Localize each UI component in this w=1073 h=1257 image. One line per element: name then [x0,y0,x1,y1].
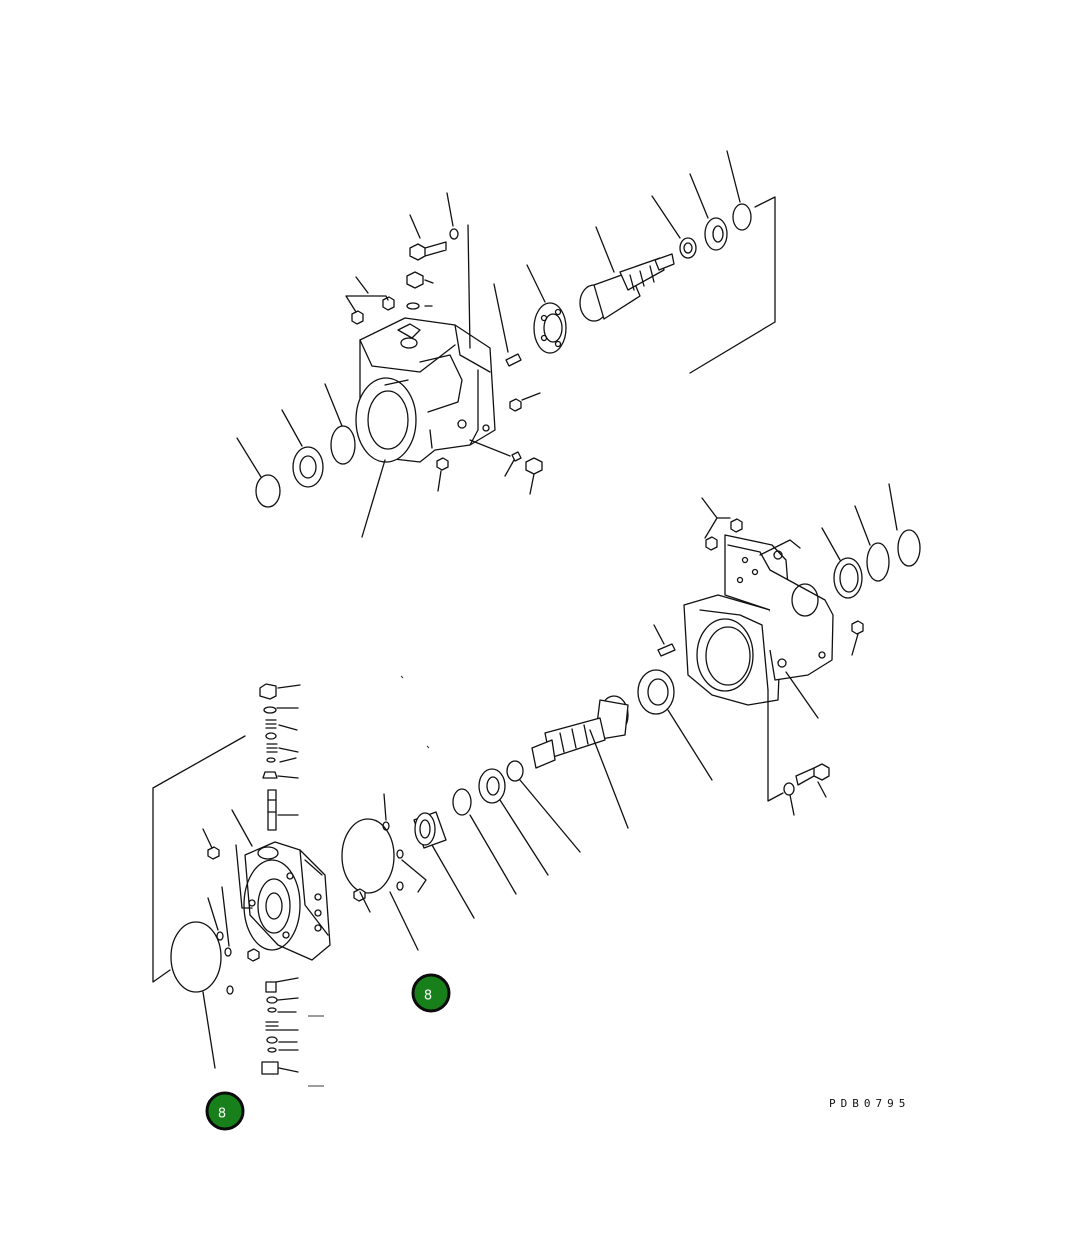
seal-ring [679,237,697,259]
mid-bearing [478,768,506,804]
upper-pump-assembly [236,150,776,538]
left-valve-assembly [152,675,581,1087]
dowel-pin [505,353,522,367]
hex-bolt [409,241,447,261]
callout-label: 8 [424,989,432,1004]
shaft-collar [506,760,524,782]
small-oring-e [224,947,232,957]
pin-small [511,451,522,462]
snap-ring-left [255,474,281,508]
needle-bearing [413,811,447,849]
oil-seal [292,446,324,488]
snap-ring-top [732,203,752,231]
right-dowel [657,643,676,657]
upper-valve-stack [259,683,278,831]
callout-badge-left[interactable]: 8 [205,1091,245,1131]
right-ring [866,542,890,582]
lower-valve-stack [261,981,279,1075]
plug-left-b [247,948,260,962]
plug-bottom [436,457,449,471]
plug-right-c [353,888,366,902]
nut [406,271,424,289]
o-ring-small [406,302,420,310]
upper-leader-lines [236,150,776,538]
gasket-large-left [170,921,222,993]
bolt-small [509,398,522,412]
fitting [525,457,543,475]
washer [449,228,459,240]
right-bearing [637,669,675,715]
small-oring-b [396,849,404,859]
right-bolt-small [851,620,864,635]
right-plug-a [730,518,743,533]
small-oring-a [382,821,390,831]
drawing-code: PDB0795 [829,1097,910,1110]
callout-label: 8 [218,1107,226,1122]
o-ring-mid [452,788,472,816]
washer-lower [783,782,795,796]
small-oring-f [226,985,234,995]
valve-block [243,841,331,961]
left-leader-lines [152,675,581,1087]
lower-shaft [531,695,629,769]
right-pump-assembly [531,483,921,829]
plug-2 [351,310,364,325]
upper-bearing [533,302,567,354]
callout-badge-center[interactable]: 8 [411,973,451,1013]
right-seal [833,557,863,599]
upper-shaft [579,253,675,322]
small-oring-d [216,931,224,941]
hex-bolt-lower [795,763,830,786]
right-leader-lines [589,483,898,829]
right-snap-ring [897,529,921,567]
plug-1 [382,296,395,311]
upper-housing [355,317,496,463]
small-oring-c [396,881,404,891]
gasket-large-center [341,818,395,894]
right-plug-b [705,536,718,551]
small-bearing [704,217,728,251]
right-housing [683,534,834,706]
gasket-disc [330,425,356,465]
plug-left-a [207,846,220,860]
